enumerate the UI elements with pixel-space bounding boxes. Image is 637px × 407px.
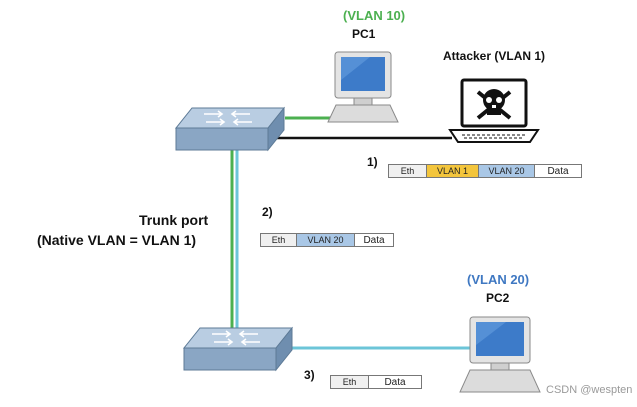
step-3-label: 3) [304, 368, 315, 382]
frame-1-double-tagged: Eth VLAN 1 VLAN 20 Data [388, 164, 582, 178]
skull-crossbones-icon [476, 89, 512, 120]
frame-1-data: Data [535, 165, 581, 177]
step-1-label: 1) [367, 155, 378, 169]
pc1-vlan-label: (VLAN 10) [343, 8, 406, 23]
frame-2-vlan20-tag: VLAN 20 [297, 234, 355, 246]
frame-2-single-tagged: Eth VLAN 20 Data [260, 233, 394, 247]
pc1-name-label: PC1 [352, 27, 376, 41]
frame-3-eth: Eth [331, 376, 369, 388]
frame-1-eth: Eth [389, 165, 427, 177]
pc2-vlan-label: (VLAN 20) [467, 272, 530, 287]
pc1-icon [327, 51, 399, 123]
native-vlan-label: (Native VLAN = VLAN 1) [37, 232, 197, 248]
watermark-text: CSDN @wespten [546, 384, 633, 396]
frame-1-vlan1-tag: VLAN 1 [427, 165, 479, 177]
frame-2-eth: Eth [261, 234, 297, 246]
switch-2-icon [182, 326, 294, 372]
frame-3-data: Data [369, 376, 421, 388]
pc2-icon [459, 316, 541, 393]
frame-2-data: Data [355, 234, 393, 246]
trunk-port-label: Trunk port [139, 212, 209, 228]
pc2-name-label: PC2 [486, 291, 510, 305]
attacker-label: Attacker (VLAN 1) [443, 49, 546, 63]
frame-1-vlan20-tag: VLAN 20 [479, 165, 535, 177]
switch-1-icon [174, 106, 286, 152]
step-2-label: 2) [262, 205, 273, 219]
frame-3-untagged: Eth Data [330, 375, 422, 389]
